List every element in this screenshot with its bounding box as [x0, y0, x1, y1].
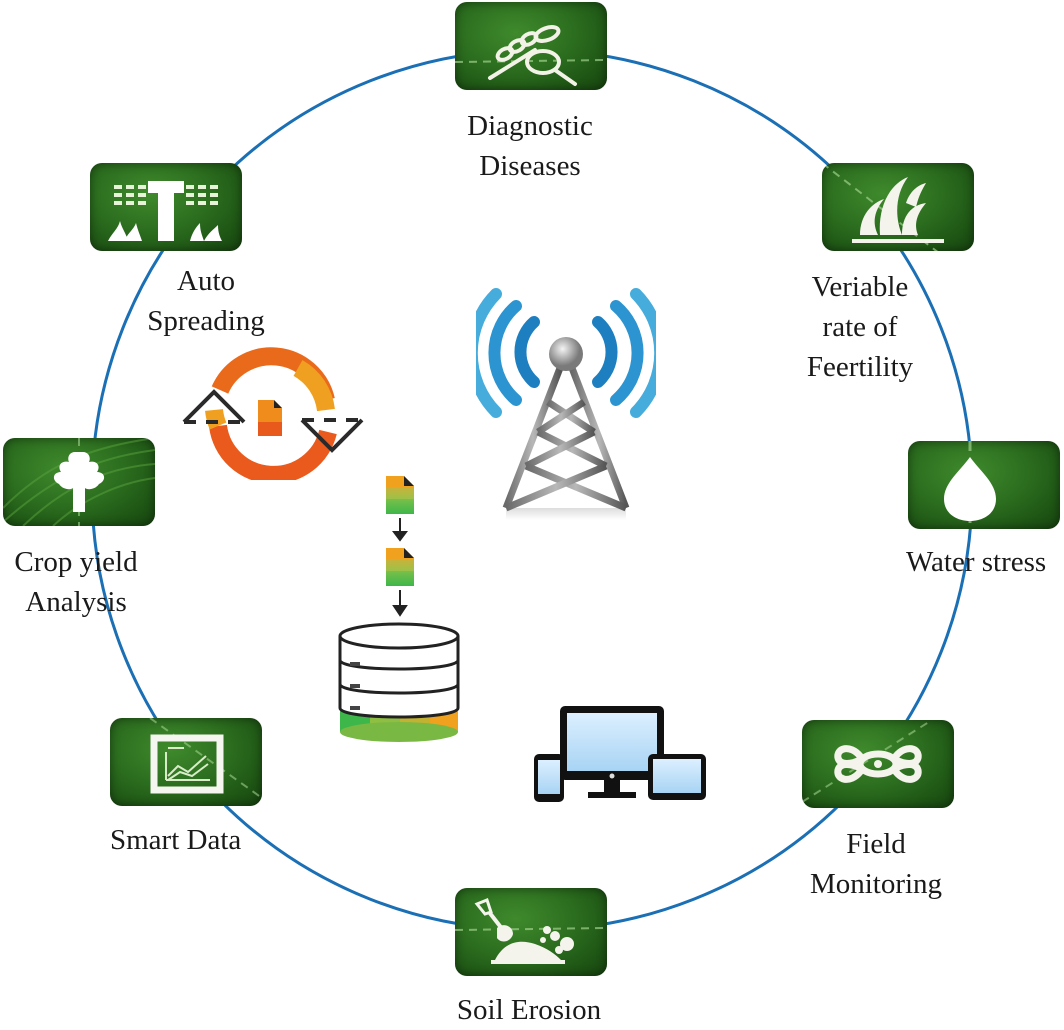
phone-icon	[534, 754, 564, 802]
label-line: Feertility	[806, 351, 914, 383]
label-line: Analysis	[25, 586, 127, 618]
wireless-tower-icon	[476, 288, 656, 520]
tile-field-monitoring	[802, 720, 954, 808]
node-label-crop-yield-analysis: Crop yield Analysis	[14, 542, 137, 622]
label-line: Diagnostic	[467, 110, 593, 142]
tile-variable-rate-fertility	[822, 163, 974, 251]
document-to-database-icon	[338, 476, 460, 742]
tile-diagnostic-diseases	[455, 2, 607, 90]
document-icon	[386, 548, 414, 586]
tile-soil-erosion	[455, 888, 607, 976]
grass-icon	[822, 163, 944, 251]
node-label-variable-rate-fertility: Veriable rate of Feertility	[807, 267, 913, 387]
label-line: Monitoring	[809, 868, 943, 900]
leaf-icon	[3, 438, 155, 526]
tile-auto-spreading	[90, 163, 242, 251]
arrow-down-icon	[392, 518, 408, 542]
tile-smart-data	[110, 718, 262, 806]
multi-device-icon	[534, 706, 706, 802]
node-label-water-stress: Water stress	[906, 542, 1046, 582]
node-label-field-monitoring: Field Monitoring	[810, 824, 942, 904]
drone-icon	[802, 720, 933, 803]
label-line: Crop yield	[14, 546, 138, 578]
sync-document-icon	[182, 347, 364, 480]
label-line: Soil Erosion	[456, 994, 602, 1026]
label-line: Spreading	[147, 305, 265, 337]
document-icon	[386, 476, 414, 514]
arrow-down-icon	[392, 590, 408, 617]
wheat-magnifier-icon	[455, 25, 607, 86]
sprinkler-icon	[108, 181, 222, 241]
tablet-icon	[648, 754, 706, 800]
chart-tablet-icon	[149, 718, 262, 799]
label-line: Smart Data	[110, 824, 242, 856]
database-icon	[338, 622, 460, 742]
node-label-smart-data: Smart Data	[110, 820, 241, 860]
label-line: rate of	[822, 311, 898, 343]
label-line: Diseases	[479, 150, 581, 182]
node-label-soil-erosion: Soil Erosion	[457, 990, 601, 1030]
tile-crop-yield-analysis	[3, 438, 155, 526]
label-line: Auto	[177, 265, 235, 297]
shovel-soil-icon	[455, 898, 607, 964]
node-label-auto-spreading: Auto Spreading	[147, 261, 265, 341]
label-line: Water stress	[906, 546, 1047, 578]
label-line: Veriable	[811, 271, 909, 303]
tile-water-stress	[908, 441, 1060, 529]
monitor-icon	[560, 706, 664, 798]
label-line: Field	[846, 828, 906, 860]
water-drop-icon	[944, 441, 996, 529]
node-label-diagnostic-diseases: Diagnostic Diseases	[467, 106, 593, 186]
